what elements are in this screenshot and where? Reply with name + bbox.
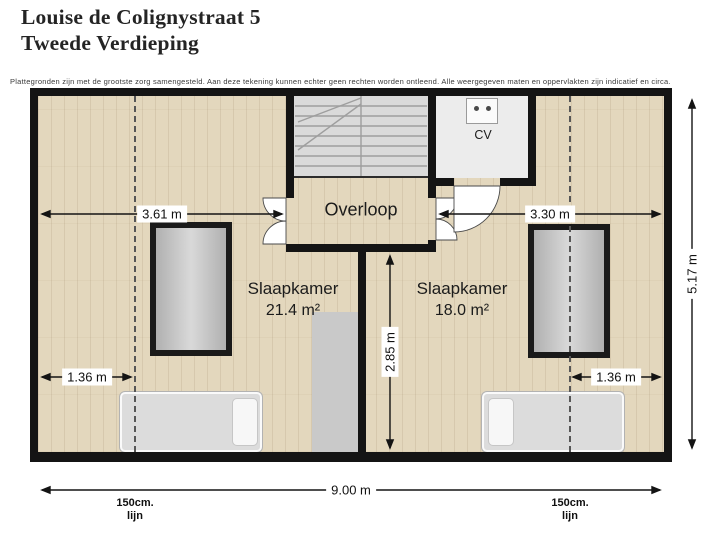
wall-cv-right: [528, 96, 536, 186]
bed-left-pillow: [232, 398, 258, 446]
room-area-bedroom-right: 18.0 m²: [434, 302, 490, 319]
bed-left: [120, 392, 262, 452]
page-title: Louise de Colignystraat 5: [21, 5, 261, 29]
dim-label-5-17: 5.17 m: [683, 249, 701, 299]
dim-label-1-36-left: 1.36 m: [62, 368, 112, 386]
wall-cv-bottom-left: [428, 178, 454, 186]
dim-label-1-36-right: 1.36 m: [591, 368, 641, 386]
wall-overloop-bottom: [286, 244, 436, 252]
wall-cv-bottom-right: [500, 178, 536, 186]
void-area: [312, 312, 358, 452]
annotation-150cm-right-line1: 150cm.: [551, 497, 589, 509]
cv-room-label: CV: [474, 128, 492, 142]
dim-label-9-00: 9.00 m: [326, 481, 376, 499]
wall-overloop-right-lower: [428, 240, 436, 252]
page-subtitle: Tweede Verdieping: [21, 31, 199, 55]
height-line-left: [134, 96, 136, 452]
annotation-150cm-left-line2: lijn: [127, 509, 143, 522]
bed-right: [482, 392, 624, 452]
room-area-bedroom-left: 21.4 m²: [265, 302, 321, 319]
disclaimer-text: Plattegronden zijn met de grootste zorg …: [10, 77, 671, 86]
roof-window-left: [150, 222, 232, 356]
annotation-150cm-right-line2: lijn: [562, 509, 578, 522]
header: Louise de Colignystraat 5 Tweede Verdiep…: [21, 4, 261, 56]
room-label-overloop: Overloop: [324, 199, 398, 220]
annotation-150cm-left-line1: 150cm.: [116, 497, 154, 509]
wall-right: [664, 88, 672, 462]
burner-dot-icon: [474, 106, 479, 111]
cv-boiler-icon: [466, 98, 498, 124]
wall-bottom: [30, 452, 672, 462]
wall-overloop-left: [286, 96, 294, 198]
bed-right-pillow: [488, 398, 514, 446]
burner-dot-icon: [486, 106, 491, 111]
dim-label-3-30: 3.30 m: [525, 205, 575, 223]
wall-bedroom-divider: [358, 252, 366, 452]
wall-top: [30, 88, 672, 96]
room-label-bedroom-left: Slaapkamer: [247, 279, 339, 298]
dim-label-2-85: 2.85 m: [381, 327, 399, 377]
wall-stairs-cv-divider: [428, 96, 436, 198]
stairwell-floor: [294, 96, 428, 178]
annotation-150cm-left: 150cm. lijn: [116, 497, 153, 522]
height-line-right: [569, 96, 571, 452]
annotation-150cm-right: 150cm. lijn: [551, 497, 588, 522]
room-label-bedroom-right: Slaapkamer: [416, 279, 508, 298]
wall-left: [30, 88, 38, 462]
dim-label-3-61: 3.61 m: [137, 205, 187, 223]
